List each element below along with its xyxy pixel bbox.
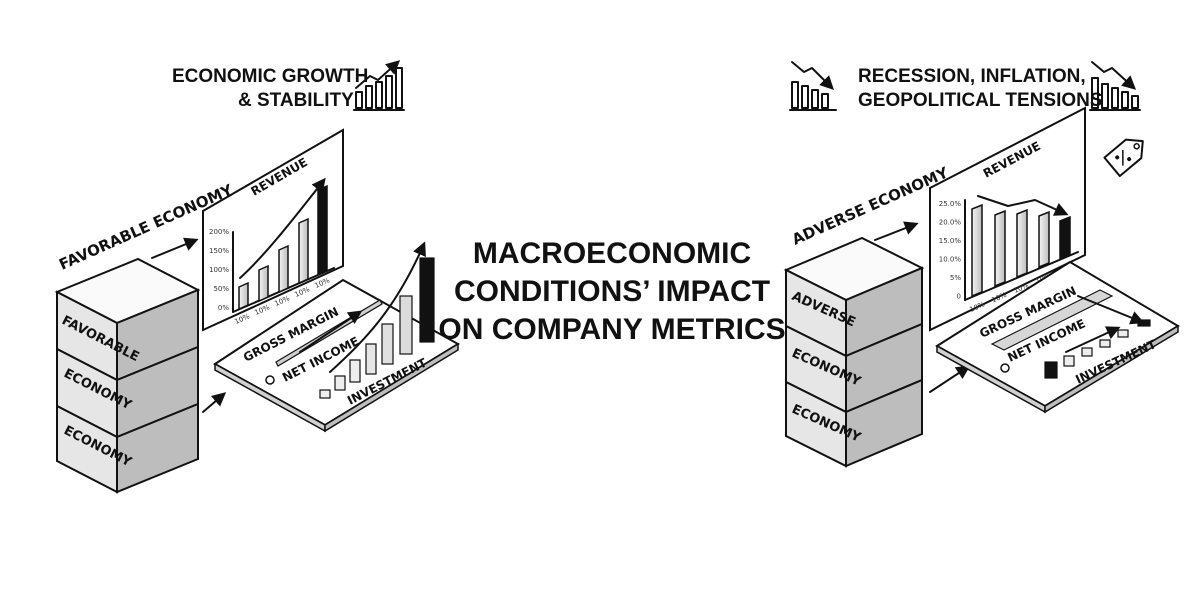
left-banner-line-1: ECONOMIC GROWTH — [172, 66, 368, 87]
left-investment-bar-1 — [319, 389, 331, 399]
left-panel-favorable: ECONOMIC GROWTH & STABILITY FAVORABLE EC… — [54, 60, 460, 494]
left-revenue-bar-5 — [317, 184, 328, 277]
right-ytick-label: 10.0% — [939, 256, 962, 264]
right-revenue-bars — [971, 203, 1071, 298]
left-platform-dot — [265, 375, 275, 385]
right-side-label: ADVERSE ECONOMY — [789, 163, 952, 249]
left-revenue-bar-3 — [278, 244, 289, 294]
right-revenue-trend-arrow — [977, 195, 1069, 216]
right-banner-line-1: RECESSION, INFLATION, — [858, 66, 1086, 87]
left-revenue-trend-arrow — [239, 177, 326, 279]
left-investment-bar-7 — [419, 257, 435, 343]
right-revenue-bar-4 — [1038, 210, 1050, 269]
left-ytick-label: 200% — [209, 228, 229, 236]
left-block-3: ECONOMY — [56, 402, 199, 494]
left-investment-bars — [319, 257, 435, 399]
right-ytick-label: 5% — [950, 274, 961, 282]
left-investment-bar-3 — [349, 359, 361, 383]
right-arrow-to-revenue — [874, 221, 919, 241]
left-block-1: FAVORABLE — [54, 257, 201, 382]
decline-chart-icon-left — [789, 61, 837, 111]
center-title: MACROECONOMIC CONDITIONS’ IMPACT ON COMP… — [438, 237, 785, 346]
right-revenue-bar-5 — [1059, 215, 1071, 260]
right-panel-adverse: RECESSION, INFLATION, GEOPOLITICAL TENSI… — [783, 61, 1180, 468]
right-investment-bar-5 — [1117, 329, 1129, 338]
right-block-3: ECONOMY — [785, 378, 923, 468]
left-ytick-label: 50% — [213, 285, 229, 293]
right-ytick-label: 15.0% — [939, 237, 962, 245]
left-investment-trend-arrow — [329, 241, 426, 373]
left-arrow-to-revenue — [151, 237, 199, 259]
left-revenue-bar-4 — [298, 217, 309, 285]
right-platform-dot — [1000, 363, 1010, 373]
center-title-line-2: CONDITIONS’ IMPACT — [454, 275, 770, 308]
left-investment-bar-6 — [399, 295, 413, 355]
right-investment-bar-6 — [1137, 319, 1151, 327]
left-metrics-platform: GROSS MARGIN NET INCOME INVESTMENT — [213, 241, 460, 433]
price-tag-icon — [1103, 138, 1144, 178]
right-investment-bar-2 — [1063, 355, 1075, 367]
right-block-1: ADVERSE — [783, 236, 925, 358]
left-block-2: ECONOMY — [56, 345, 199, 439]
left-investment-bar-2 — [334, 375, 346, 391]
left-block-stack: FAVORABLE ECONOMY ECONOMY — [54, 257, 201, 494]
center-title-line-1: MACROECONOMIC — [473, 237, 751, 270]
decline-chart-icon-right — [1089, 61, 1141, 111]
right-investment-bar-1 — [1044, 361, 1058, 379]
right-gross-margin-band — [990, 289, 1114, 351]
right-investment-bar-3 — [1081, 347, 1093, 357]
left-investment-bar-5 — [381, 323, 394, 365]
center-title-line-3: ON COMPANY METRICS — [438, 313, 785, 346]
left-gross-margin-arrow — [299, 310, 363, 353]
right-banner-line-2: GEOPOLITICAL TENSIONS — [858, 90, 1103, 111]
right-revenue-bar-3 — [1016, 208, 1028, 279]
left-ytick-label: 150% — [209, 247, 229, 255]
right-block-stack: ADVERSE ECONOMY ECONOMY — [783, 236, 925, 468]
right-ytick-label: 0 — [957, 293, 961, 301]
left-revenue-bars — [238, 184, 328, 311]
right-ytick-label: 25.0% — [939, 200, 962, 208]
right-revenue-bar-1 — [971, 203, 983, 298]
left-arrow-to-platform — [202, 392, 227, 413]
right-arrow-to-platform — [929, 365, 971, 393]
growth-chart-icon — [353, 60, 405, 111]
left-revenue-bar-1 — [238, 281, 249, 311]
right-investment-trend-arrow — [1065, 326, 1121, 353]
right-block-2: ECONOMY — [785, 322, 923, 414]
left-revenue-bar-2 — [258, 264, 269, 303]
right-gross-margin-arrow — [1077, 295, 1145, 325]
left-banner-line-2: & STABILITY — [238, 90, 354, 111]
left-ytick-label: 0% — [218, 304, 229, 312]
left-ytick-label: 100% — [209, 266, 229, 274]
left-investment-bar-4 — [365, 343, 377, 375]
right-ytick-label: 20.0% — [939, 219, 962, 227]
right-investment-bar-4 — [1099, 339, 1111, 348]
right-revenue-bar-2 — [994, 209, 1006, 288]
